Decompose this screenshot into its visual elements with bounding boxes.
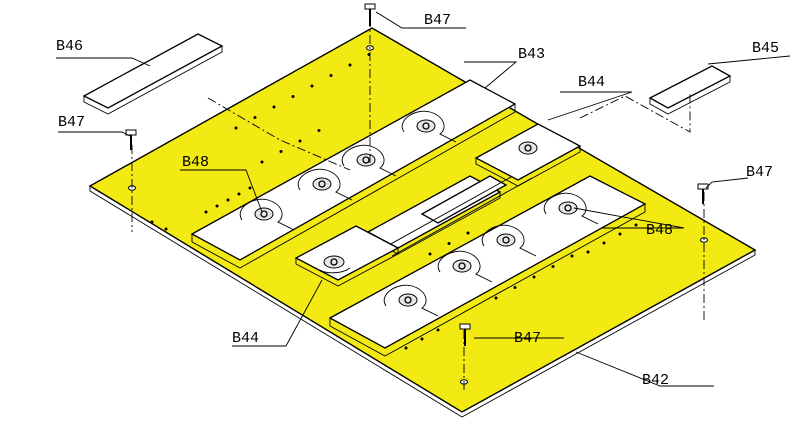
contact-pad-icon [312, 177, 332, 191]
label-b44-lower: B44 [232, 330, 259, 347]
plate-hole [404, 346, 408, 350]
pad-hole [422, 122, 430, 130]
label-b47-top: B47 [424, 12, 451, 29]
screw-icon [364, 3, 376, 26]
plate-hole [234, 126, 238, 130]
screw-icon [459, 323, 471, 346]
strip-lower-slots [383, 192, 599, 317]
plate-edge-thickness [89, 186, 756, 418]
strip-lower [328, 175, 647, 357]
plate-hole [329, 74, 333, 77]
contact-pad-icon [356, 153, 376, 167]
plate-holes [128, 45, 708, 385]
plate-hole [436, 328, 440, 332]
pad-b45 [648, 65, 732, 115]
plate-hole [215, 204, 219, 208]
plate-hole [272, 105, 276, 109]
contact-pad-icon [416, 119, 436, 133]
plate-hole [532, 275, 536, 279]
plate-hole [420, 337, 424, 341]
plate-hole [204, 210, 208, 214]
plate-hole [494, 296, 498, 300]
label-b44-upper: B44 [578, 74, 605, 91]
label-b47-right: B47 [746, 164, 773, 181]
plate-hole [310, 84, 314, 88]
label-b46: B46 [56, 38, 83, 55]
pad-slot-outline [383, 284, 439, 317]
label-b48-left: B48 [182, 154, 209, 171]
label-b47-bottom: B47 [514, 330, 541, 347]
plate-hole [164, 227, 168, 231]
plate-hole [570, 254, 574, 258]
pad-slot-outline [341, 144, 397, 177]
label-b42: B42 [642, 372, 669, 389]
pad-slot-outline [543, 192, 599, 225]
pad-slot-outline [401, 110, 457, 143]
pad-slot-outline [297, 168, 353, 201]
screw-icon [125, 129, 137, 150]
plate-hole [513, 286, 517, 289]
plate-hole [602, 241, 606, 245]
plate-hole [150, 220, 154, 224]
contact-pad-icon [496, 233, 516, 247]
pad-b44-upper [474, 123, 582, 187]
label-b45: B45 [752, 40, 779, 57]
pad-slot-outline [481, 224, 537, 257]
pad-slot-outline [239, 198, 295, 231]
center-lines [131, 18, 705, 392]
label-b47-left: B47 [58, 114, 85, 131]
pad-hole [502, 236, 510, 244]
pad-hole [318, 180, 326, 188]
contact-pad-icon [558, 201, 578, 215]
plate-hole [466, 231, 470, 235]
plate-hole [586, 250, 590, 254]
plate-hole [253, 116, 257, 119]
strip-b43-slots [239, 110, 457, 231]
plate-hole [428, 252, 432, 256]
pad-hole [260, 210, 268, 218]
pad-hole [564, 204, 572, 212]
pad-hole [458, 262, 466, 270]
strip-b43 [190, 79, 517, 269]
contact-pad-icon [398, 293, 418, 307]
plate-hole [237, 192, 241, 196]
plate-hole [248, 186, 252, 190]
plate-hole [279, 150, 283, 153]
pad-slot-outline [437, 250, 493, 283]
plate-hole [447, 242, 451, 245]
pad-hole [362, 156, 370, 164]
contact-pad-icon [452, 259, 472, 273]
plate-hole [260, 160, 264, 164]
plate-hole [298, 139, 302, 143]
label-b48-right: B48 [646, 222, 673, 239]
label-b43: B43 [518, 46, 545, 63]
plate-hole [618, 232, 622, 236]
plate-hole [291, 95, 295, 98]
pad-b46 [82, 33, 224, 115]
plate-hole [634, 223, 638, 227]
leader-lines [56, 11, 791, 387]
plate-hole [551, 265, 555, 268]
pad-b44-lower [294, 225, 400, 287]
plate-hole [317, 129, 321, 132]
contact-pad-icon [254, 207, 274, 221]
plate-hole [348, 63, 352, 67]
pad-hole [404, 296, 412, 304]
plate-hole [226, 198, 230, 202]
